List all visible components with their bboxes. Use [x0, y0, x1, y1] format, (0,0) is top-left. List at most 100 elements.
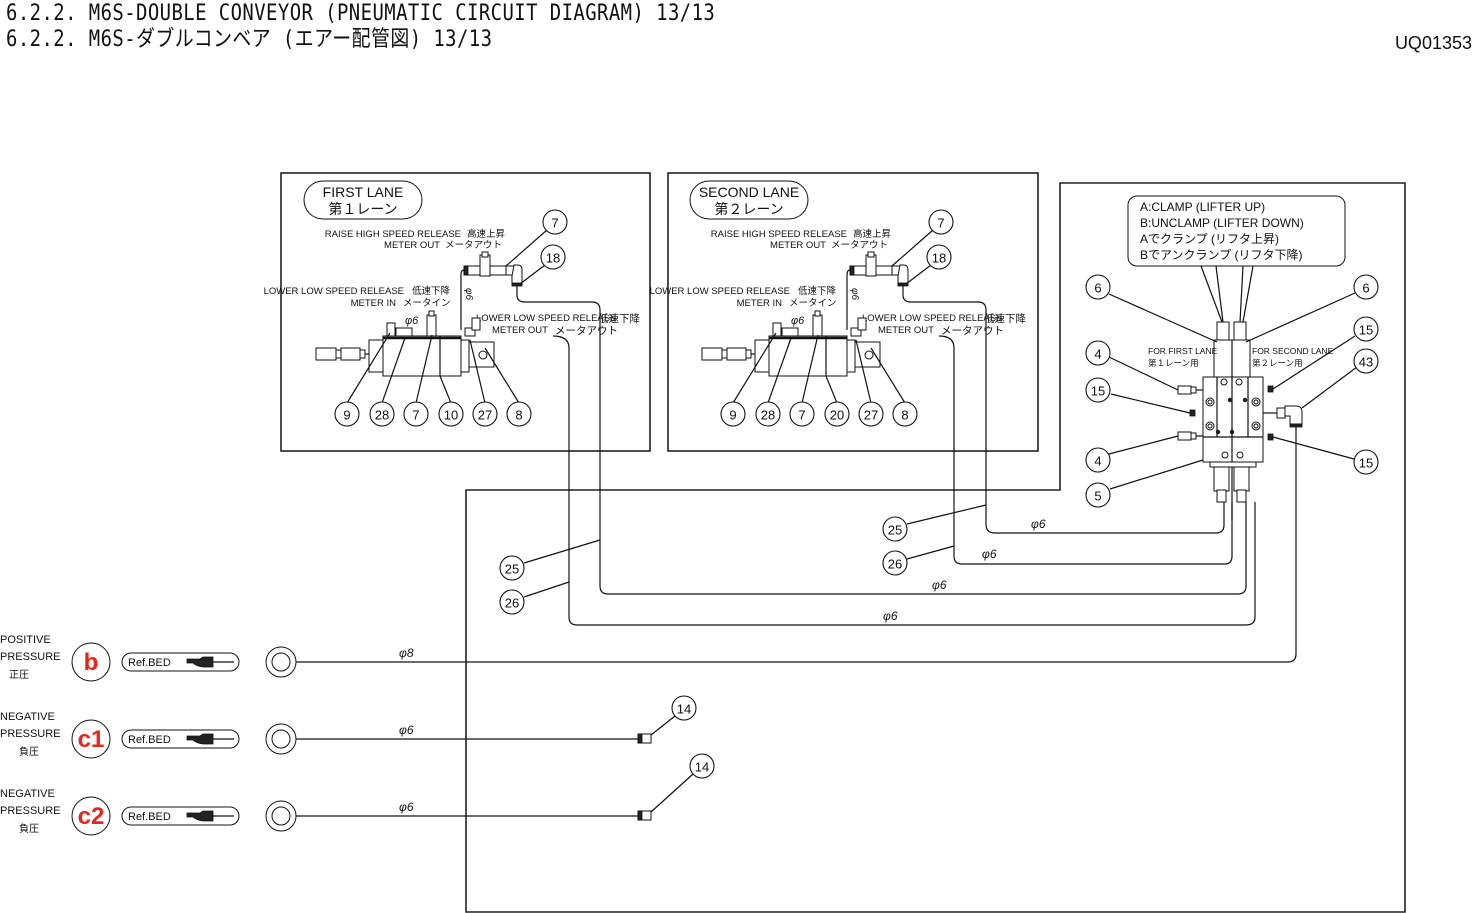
lane-name-ja: 第２レーン — [714, 201, 783, 217]
lower-in-mode-en: METER IN — [737, 298, 783, 309]
balloon-circle — [720, 401, 746, 427]
balloon-circle — [1085, 340, 1111, 366]
valve-note-line-4: Bでアンクランプ (リフタ下降) — [1140, 248, 1303, 262]
page-title-en: 6.2.2. M6S-DOUBLE CONVEYOR (PNEUMATIC CI… — [6, 1, 716, 26]
valve-balloon: 15 — [1353, 316, 1379, 342]
pointing-hand-icon — [186, 733, 234, 745]
part-balloon: 7 — [928, 209, 954, 235]
balloon-circle — [1085, 377, 1111, 403]
balloon-leader — [381, 337, 406, 404]
lower-in-ja: 低速下降 — [412, 285, 451, 297]
solenoid-b-top — [1233, 321, 1247, 343]
valve-note-line-1: A:CLAMP (LIFTER UP) — [1140, 200, 1265, 214]
plug-balloon: 14 — [689, 753, 715, 779]
rod-clevis — [701, 347, 723, 361]
fitting-9 — [772, 322, 782, 337]
raise-mode-en: METER OUT — [770, 240, 826, 251]
plug-15-right-lower — [1267, 433, 1274, 441]
balloon-number: 15 — [1359, 323, 1373, 338]
pressure-label-en-1: POSITIVE — [0, 634, 51, 646]
fitting-4-lower — [1177, 431, 1192, 441]
lower-in-ja: 低速下降 — [798, 285, 837, 297]
balloon-circle — [542, 209, 568, 235]
pressure-label-en-2: PRESSURE — [0, 651, 61, 663]
balloon-circle — [928, 209, 954, 235]
balloon-number: 4 — [1094, 347, 1101, 362]
balloon-number: 14 — [695, 760, 709, 775]
balloon-circle — [540, 244, 566, 270]
valve-note-line-3: Aでクランプ (リフタ上昇) — [1140, 232, 1279, 246]
page-title-ja: 6.2.2. M6S-ダブルコンベア (エアー配管図) 13/13 — [6, 27, 493, 52]
tube-balloon: 26 — [882, 550, 908, 576]
balloon-circle — [1353, 316, 1379, 342]
part-balloon: 20 — [824, 401, 850, 427]
part-balloon: 8 — [506, 401, 532, 427]
solenoid-a-top — [1216, 321, 1230, 343]
pipe-label: φ6 — [791, 315, 805, 327]
part-balloon: 27 — [858, 401, 884, 427]
tube-lane2-a — [985, 322, 1225, 534]
valve-unit: A:CLAMP (LIFTER UP) B:UNCLAMP (LIFTER DO… — [1108, 195, 1358, 520]
balloon-number: 15 — [1359, 456, 1373, 471]
plug-15-left — [1189, 409, 1196, 417]
ref-bed-label: Ref.BED — [128, 657, 171, 669]
balloon-number: 43 — [1359, 355, 1373, 370]
lower-out-mode-ja: メータアウト — [941, 325, 1004, 337]
second-lane-box — [667, 172, 1039, 452]
pipe-label: φ6 — [405, 315, 419, 327]
balloon-circle — [824, 401, 850, 427]
balloon-number: 6 — [1094, 281, 1101, 296]
tube-label-lane1-b: φ6 — [883, 609, 898, 623]
coupler-inner — [271, 652, 291, 672]
part-balloon: 7 — [403, 401, 429, 427]
balloon-leader — [870, 347, 906, 404]
lane-name-en: FIRST LANE — [323, 184, 404, 200]
balloon-circle — [499, 555, 525, 581]
raise-release-ja: 高速上昇 — [853, 228, 892, 240]
raise-mode-ja: メータアウト — [831, 240, 888, 251]
tube-label-lane1-a: φ6 — [932, 578, 947, 592]
balloon-number: 18 — [546, 251, 560, 266]
balloon-circle — [892, 401, 918, 427]
pointing-hand-icon — [186, 810, 234, 822]
pressure-label-en-1: NEGATIVE — [0, 788, 55, 800]
pressure-label-ja: 負圧 — [19, 823, 39, 835]
balloon-circle — [755, 401, 781, 427]
valve-base-plate — [1209, 461, 1257, 468]
tube-segment — [516, 286, 601, 322]
for-second-lane-ja: 第２レーン用 — [1252, 358, 1303, 368]
balloon-number: 28 — [761, 408, 775, 423]
port-label: c1 — [78, 726, 105, 753]
tube-size-label: φ6 — [399, 723, 414, 737]
balloon-number: 25 — [888, 523, 902, 538]
fitting-27 — [464, 327, 476, 337]
pointing-hand-icon — [186, 656, 234, 668]
part-balloon: 10 — [438, 401, 464, 427]
balloon-circle — [1353, 449, 1379, 475]
part-balloon: 9 — [334, 401, 360, 427]
balloon-number: 10 — [444, 408, 458, 423]
pressure-label-ja: 負圧 — [19, 746, 39, 758]
valve-note-callout — [1127, 195, 1346, 267]
tube-balloon: 26 — [499, 589, 525, 615]
balloon-number: 8 — [515, 408, 522, 423]
solenoid-b-body — [1231, 339, 1251, 381]
tube-segment — [846, 269, 851, 330]
part-balloon: 28 — [755, 401, 781, 427]
coupler-inner — [271, 806, 291, 826]
balloon-number: 7 — [798, 408, 805, 423]
valve-balloon: 6 — [1353, 274, 1379, 300]
raise-mode-ja: メータアウト — [445, 240, 502, 251]
lower-in-mode-ja: メータイン — [403, 298, 451, 309]
port-circle — [71, 719, 111, 759]
balloon-number: 9 — [343, 408, 350, 423]
balloon-circle — [1353, 274, 1379, 300]
balloon-number: 15 — [1091, 384, 1105, 399]
tube-lane1-a — [599, 322, 1247, 595]
balloon-number: 6 — [1362, 281, 1369, 296]
cylinder-body — [382, 335, 462, 377]
